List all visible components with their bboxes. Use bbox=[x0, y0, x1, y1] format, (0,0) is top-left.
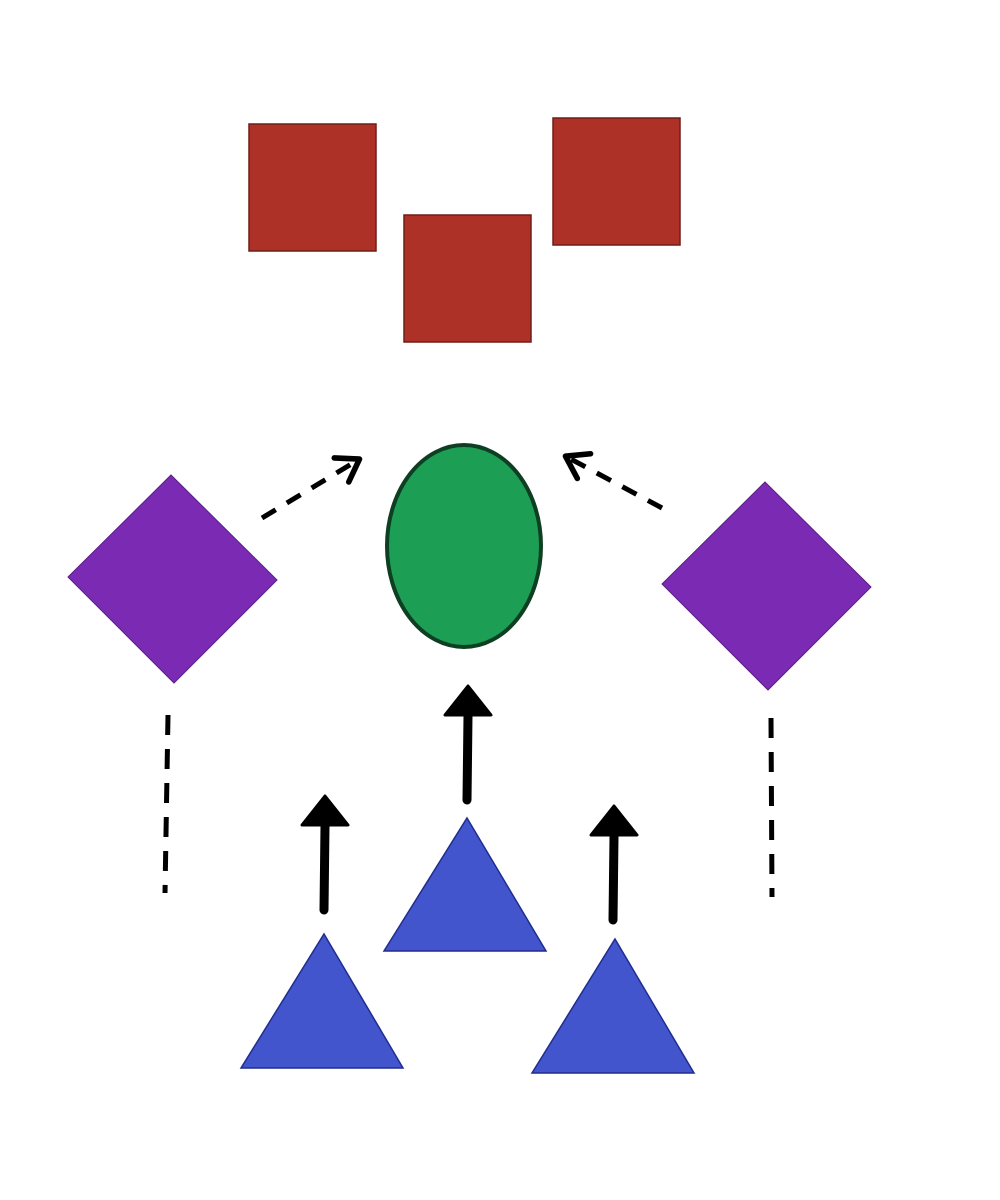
dashed-line-right bbox=[768, 717, 775, 898]
blue-triangle-center bbox=[382, 816, 548, 952]
dashed-line-left bbox=[162, 714, 171, 894]
solid-arrow-right bbox=[589, 804, 639, 925]
red-square-left bbox=[248, 123, 377, 252]
blue-triangle-left bbox=[239, 932, 405, 1069]
purple-diamond-right bbox=[661, 481, 872, 691]
dashed-arrow-left bbox=[260, 455, 363, 521]
purple-diamond-left bbox=[67, 474, 278, 684]
solid-arrow-left bbox=[300, 794, 350, 915]
green-circle bbox=[385, 443, 543, 649]
red-square-right bbox=[552, 117, 681, 246]
blue-triangle-right bbox=[530, 937, 696, 1074]
solid-arrow-center bbox=[443, 684, 493, 805]
red-square-middle bbox=[403, 214, 532, 343]
dashed-arrow-right bbox=[562, 450, 664, 511]
